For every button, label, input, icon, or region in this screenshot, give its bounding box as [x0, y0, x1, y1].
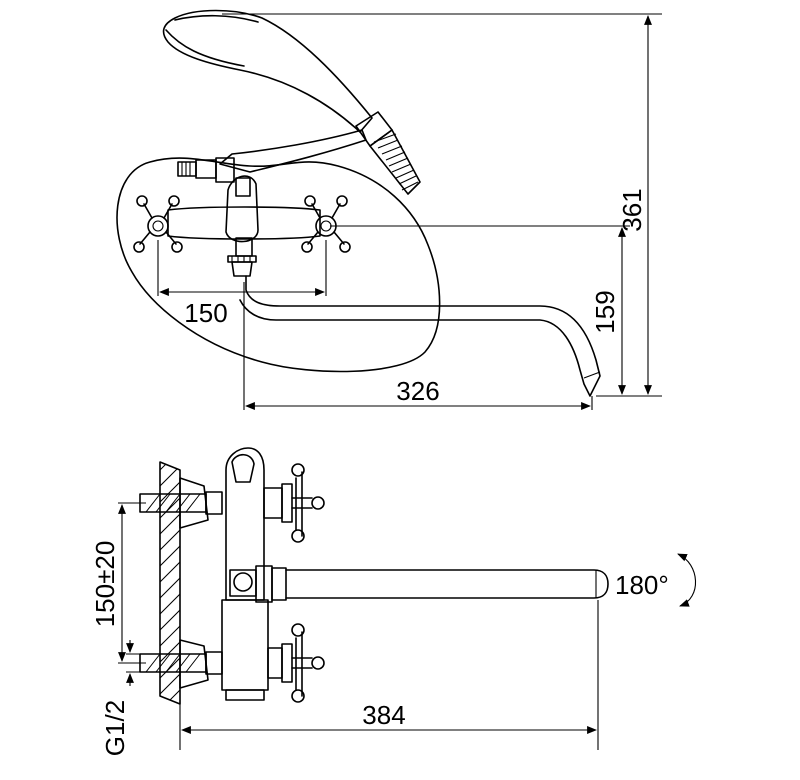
dim-total-height-label: 361 — [617, 188, 647, 231]
shower-holder-arm — [177, 129, 367, 183]
dim-spout-reach-label: 326 — [396, 376, 439, 406]
wall-section — [159, 461, 181, 705]
dim-spout-length: 384 — [179, 600, 599, 750]
side-view: 180° 384 150±20 G1/2 — [90, 447, 697, 756]
dim-rotation-label: 180° — [615, 570, 669, 600]
side-spout — [285, 569, 609, 599]
faucet-body — [167, 175, 321, 277]
dim-spout-height-label: 159 — [590, 290, 620, 333]
dim-spout-height: 159 — [330, 225, 630, 395]
left-handle — [133, 195, 183, 253]
dim-thread-label: G1/2 — [100, 700, 130, 756]
dim-spout-reach: 326 — [243, 282, 593, 410]
dim-spout-length-label: 384 — [362, 700, 405, 730]
top-view: 361 159 150 326 — [116, 9, 662, 410]
shower-head — [162, 9, 421, 195]
dim-inlet-spacing-label: 150±20 — [90, 541, 120, 628]
dim-total-height: 361 — [222, 13, 662, 397]
side-lower-handle — [291, 623, 325, 703]
top-view-spout — [239, 275, 601, 397]
side-upper-handle — [291, 463, 325, 543]
dim-handle-spacing-label: 150 — [184, 298, 227, 328]
dim-inlet-spacing: 150±20 — [90, 502, 146, 664]
inlet-pipes — [139, 477, 223, 689]
dim-thread: G1/2 — [100, 640, 140, 756]
top-view-outline-blob — [116, 157, 441, 373]
dim-rotation: 180° — [615, 553, 697, 607]
dim-handle-spacing: 150 — [157, 240, 327, 328]
side-mixer-body — [221, 447, 293, 701]
